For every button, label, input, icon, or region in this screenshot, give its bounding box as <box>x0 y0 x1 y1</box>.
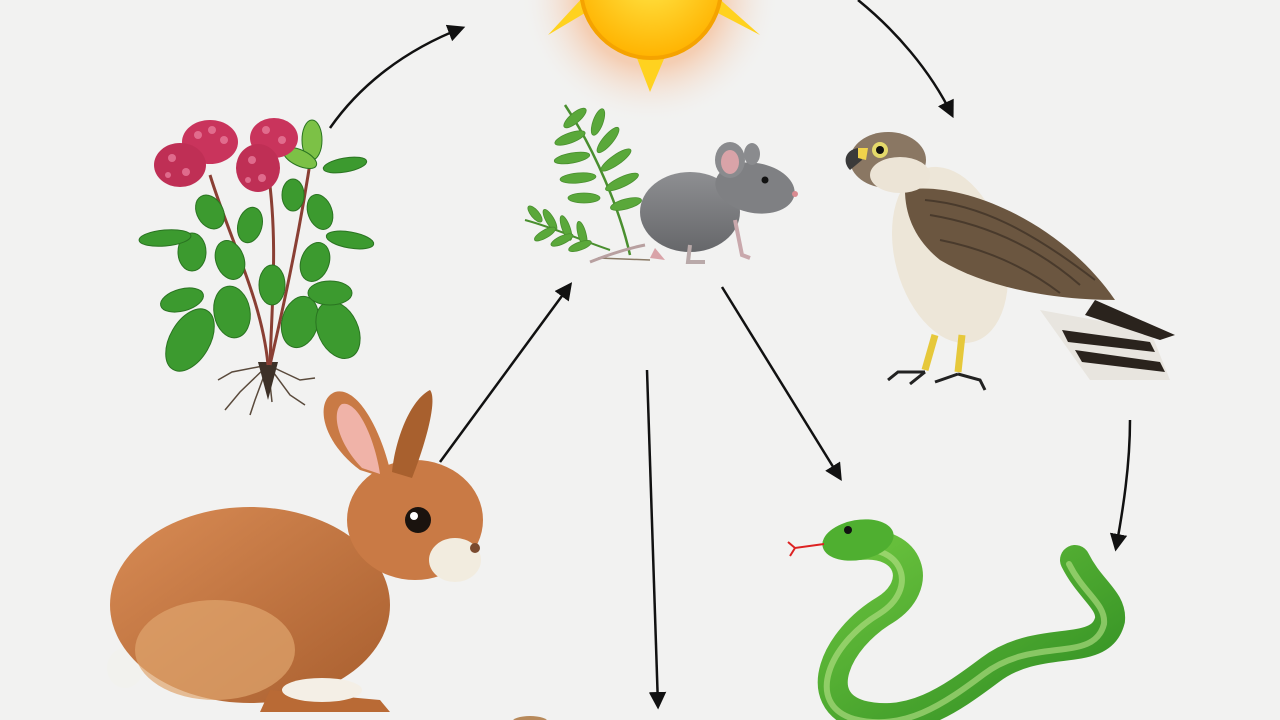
arrow-rabbit-to-mouse <box>438 282 573 463</box>
berry-cluster <box>154 118 298 192</box>
snake-icon <box>787 519 1125 720</box>
arrow-hawk-to-snake <box>1109 419 1132 552</box>
rabbit-icon <box>107 390 483 712</box>
berry-plant-icon <box>138 118 375 416</box>
arrow-plant-to-sun <box>328 24 466 129</box>
food-web-arrows <box>328 0 1132 710</box>
arrow-sun-to-hawk <box>857 0 954 119</box>
arrow-mouse-to-bottom <box>645 369 667 710</box>
arrow-mouse-to-snake <box>720 286 842 481</box>
hawk-icon <box>845 132 1175 391</box>
mouse-icon <box>589 142 798 264</box>
partial-offscreen-organism <box>513 716 547 720</box>
sun-icon <box>520 0 780 125</box>
fern-icon <box>524 104 651 261</box>
